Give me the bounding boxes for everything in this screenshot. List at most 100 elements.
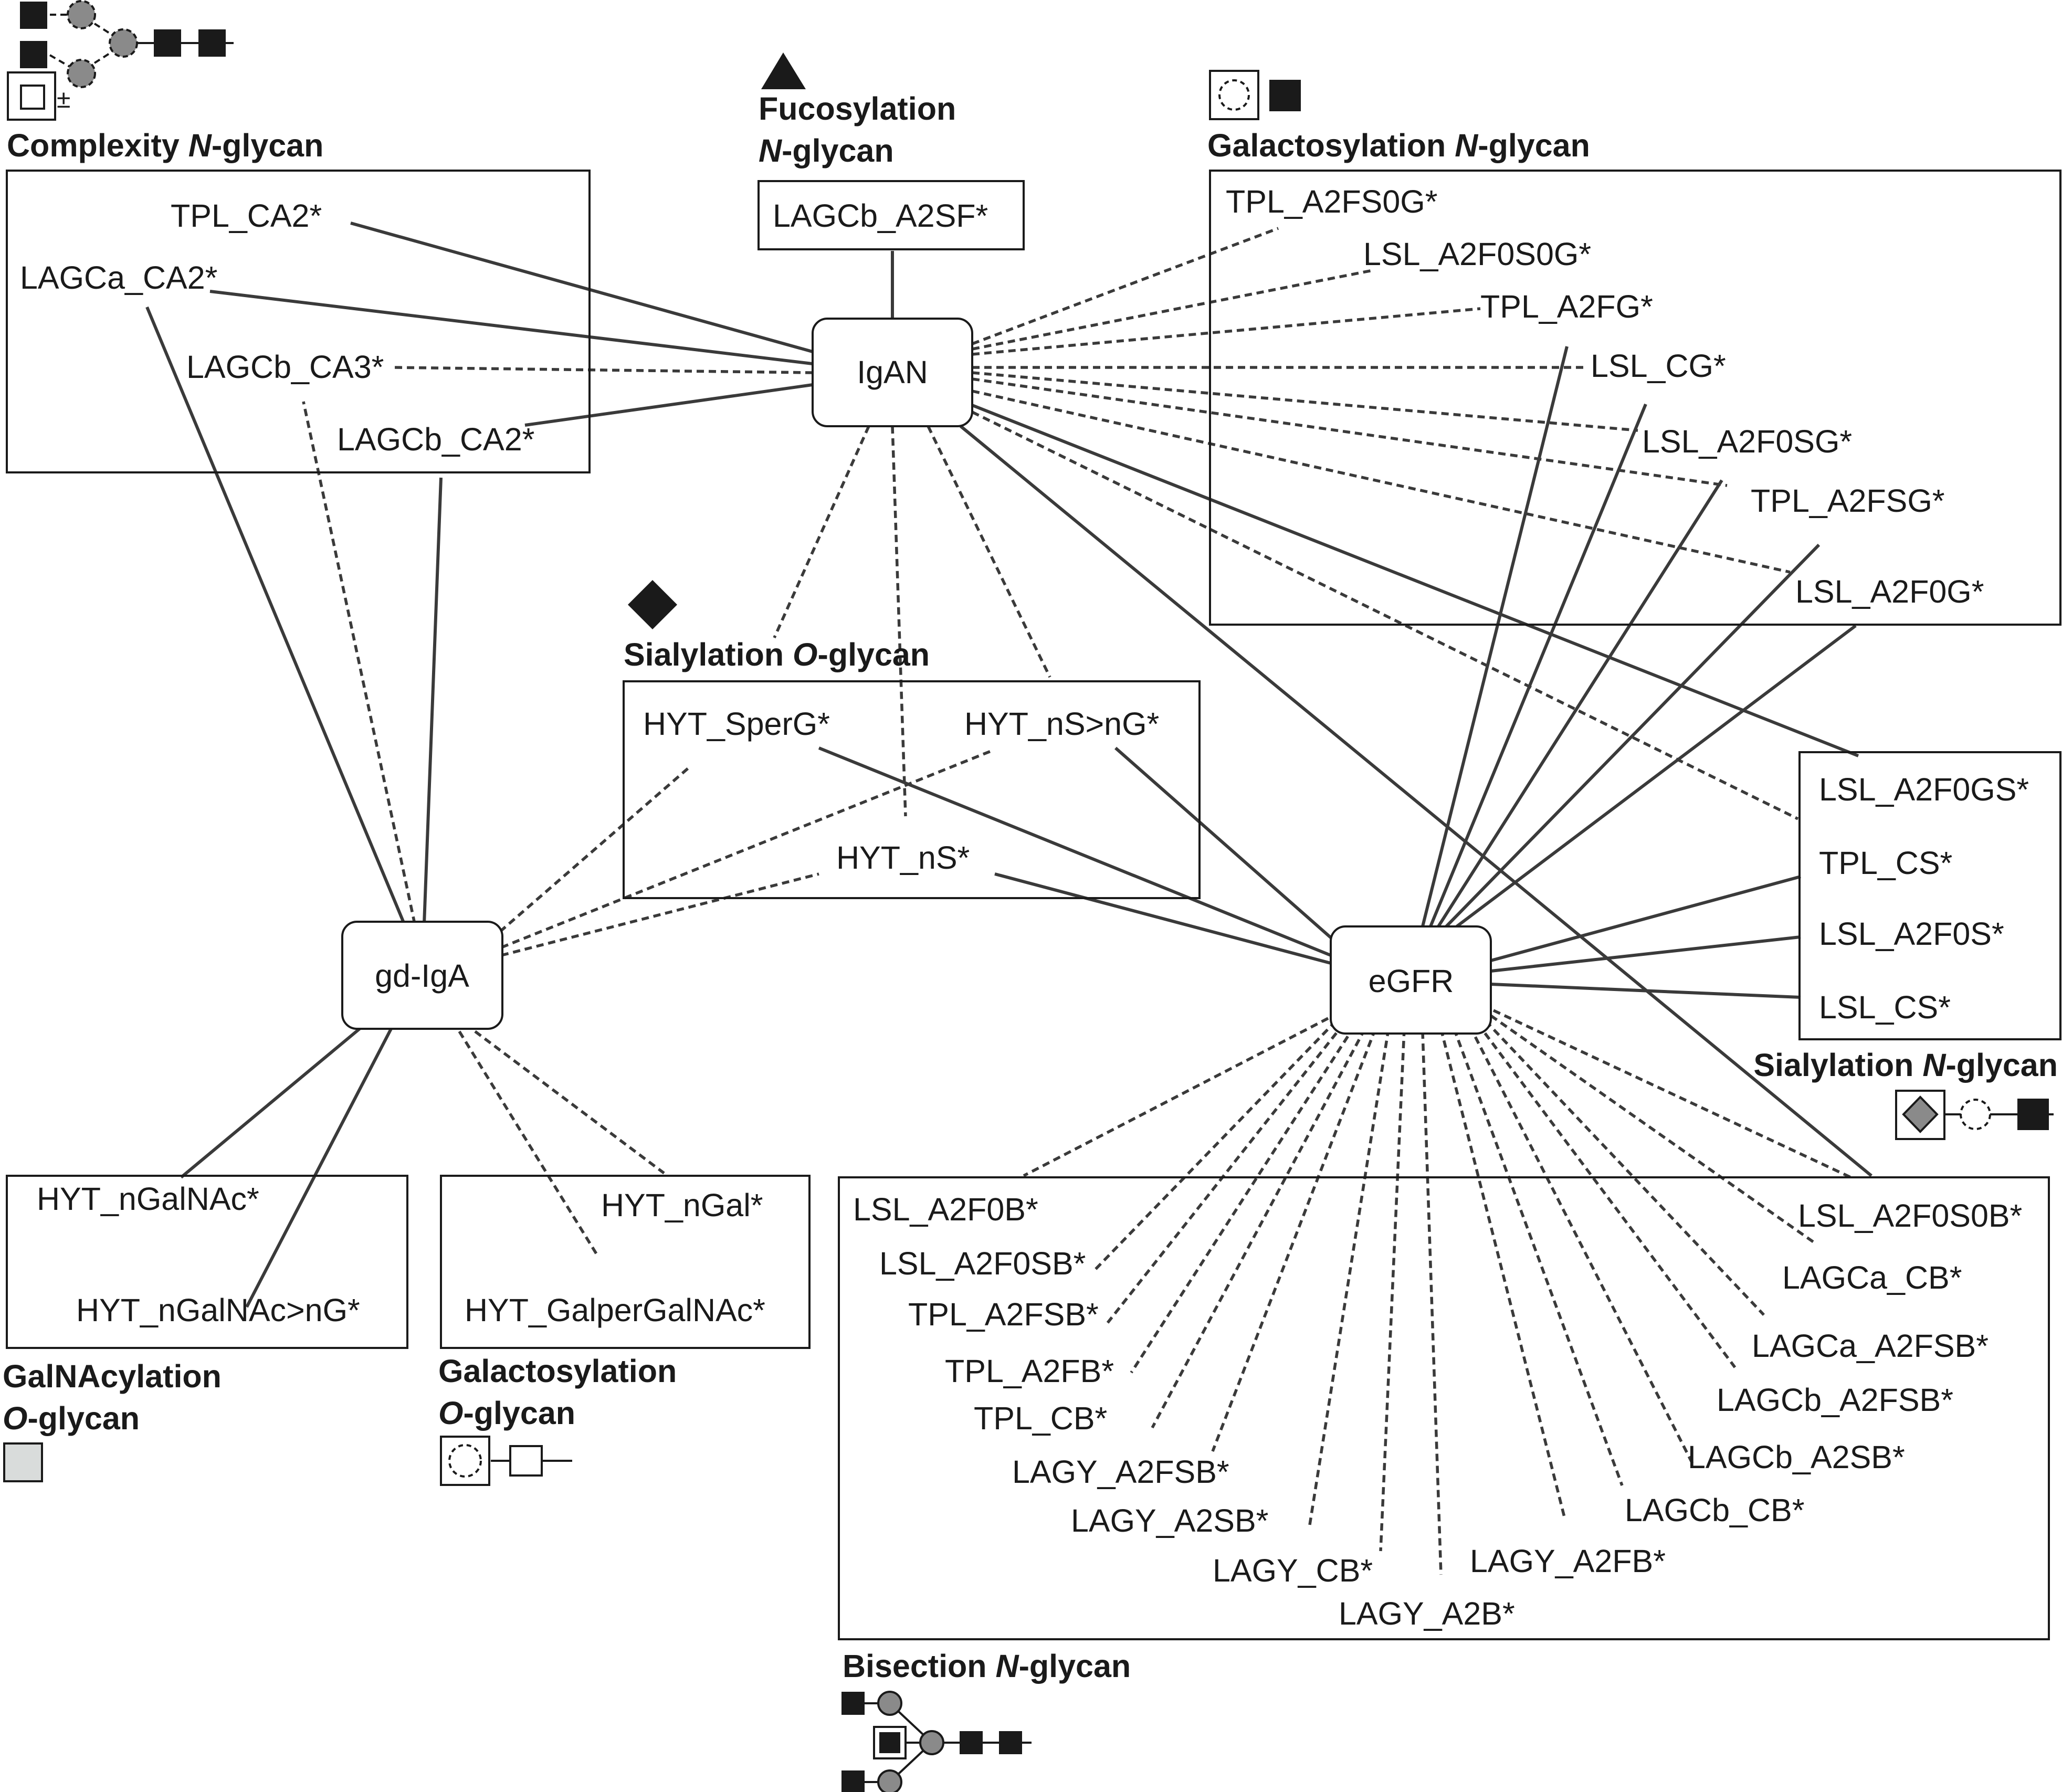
edge-gdiga-lagca-ca2 (145, 306, 406, 925)
svg-text:±: ± (57, 86, 70, 113)
trait-label-tpl-a2fb: TPL_A2FB* (945, 1353, 1114, 1389)
trait-label-hyt-ngalnac-ng: HYT_nGalNAc>nG* (76, 1292, 360, 1328)
edge-gdiga-hyt-ngalnac (180, 1027, 361, 1179)
sialylation-n-box (1798, 751, 2061, 1040)
trait-label-tpl-a2fs0g: TPL_A2FS0G* (1226, 184, 1437, 219)
trait-label-lagcb-a2fsb: LAGCb_A2FSB* (1717, 1382, 1953, 1418)
fucosylation-title: Fucosylation (759, 91, 956, 127)
edge-egfr-tpl-a2fsb (1106, 1023, 1345, 1324)
edge-igan-lsl-a2f0s0g (972, 269, 1373, 351)
galactosylation-n-box (1209, 170, 2061, 626)
edge-egfr-lagcb-cb (1453, 1028, 1624, 1486)
edge-egfr-lsl-a2f0b (1023, 1017, 1329, 1177)
edge-egfr-lsl-a2f0s (1490, 935, 1801, 973)
trait-label-lagcb-ca3: LAGCb_CA3* (186, 349, 384, 385)
galactosylation-o-box (440, 1175, 811, 1349)
edge-egfr-lagy-a2b (1421, 1031, 1443, 1575)
edge-igan-lsl-a2f0g (972, 389, 1791, 574)
node-egfr-label: eGFR (1369, 963, 1454, 999)
galactosylation-o-glycan-icon (440, 1436, 572, 1486)
edge-gdiga-hyt-ngal (474, 1030, 665, 1175)
trait-label-lsl-a2f0sg: LSL_A2F0SG* (1642, 424, 1852, 459)
edge-gdiga-hyt-sperg (490, 765, 691, 941)
trait-labels: TPL_CA2* LAGCa_CA2* LAGCb_CA3* LAGCb_CA2… (20, 184, 2029, 1631)
edge-gdiga-lagcb-ca2 (423, 477, 443, 924)
node-gd-iga-label: gd-IgA (375, 958, 469, 994)
trait-label-hyt-ns-ng: HYT_nS>nG* (964, 706, 1159, 742)
fucose-triangle-icon (761, 52, 806, 89)
sialylation-n-title: Sialylation N-glycan (1753, 1047, 2058, 1083)
trait-label-hyt-ns: HYT_nS* (836, 840, 970, 876)
edge-egfr-hyt-ns-ng (1114, 746, 1337, 944)
edge-gdiga-hyt-ngalnac-ng (245, 1028, 393, 1308)
galactosylation-n-title: Galactosylation N-glycan (1207, 128, 1590, 163)
node-gd-iga[interactable]: gd-IgA (341, 921, 503, 1030)
trait-label-lsl-a2f0sb: LSL_A2F0SB* (879, 1246, 1086, 1281)
edge-egfr-tpl-a2fb (1130, 1025, 1356, 1374)
complexity-title: Complexity N-glycan (7, 128, 323, 163)
sialylation-o-title: Sialylation O-glycan (624, 637, 930, 672)
bisection-glycan-icon (841, 1691, 1032, 1792)
edge-igan-lsl-a2f0gs (971, 404, 1859, 757)
trait-label-lagy-cb: LAGY_CB* (1213, 1553, 1373, 1588)
edge-egfr-lsl-cs (1490, 983, 1801, 999)
trait-label-hyt-sperg: HYT_SperG* (643, 706, 830, 742)
edge-egfr-lsl-a2f0gs (1456, 624, 1857, 928)
edge-igan-lsl-a2f0sg (972, 371, 1638, 432)
galactose-glycan-icon (1209, 70, 1301, 120)
trait-label-hyt-galpergalnac: HYT_GalperGalNAc* (465, 1292, 765, 1328)
trait-label-tpl-a2fsg: TPL_A2FSG* (1751, 483, 1945, 519)
edge-egfr-lagy-cb (1379, 1028, 1406, 1552)
complexity-glycan-icon: ± (7, 0, 234, 121)
trait-label-lagy-a2fsb: LAGY_A2FSB* (1012, 1454, 1229, 1490)
bisection-n-title: Bisection N-glycan (843, 1648, 1131, 1684)
trait-label-tpl-a2fsb: TPL_A2FSB* (908, 1296, 1099, 1332)
edge-igan-tpl-a2fs0g (972, 227, 1279, 345)
edge-egfr-lagcb-a2fsb (1476, 1023, 1737, 1368)
edge-egfr-lsl-a2f0g (1445, 543, 1821, 928)
edge-egfr-lsl-a2f0s0b (1492, 1009, 1854, 1180)
fucosylation-title-line2: N-glycan (759, 133, 894, 168)
trait-label-lsl-a2f0gs: LSL_A2F0GS* (1819, 772, 2029, 807)
trait-label-lsl-cg: LSL_CG* (1591, 348, 1726, 384)
trait-label-lagcb-a2sf: LAGCb_A2SF* (773, 198, 988, 234)
edge-igan-lagca-ca2 (209, 290, 813, 365)
bisection-n-box (838, 1176, 2050, 1640)
trait-label-hyt-ngal: HYT_nGal* (601, 1187, 763, 1223)
trait-label-lagca-cb: LAGCa_CB* (1782, 1260, 1962, 1295)
galactosylation-o-title-line2: O-glycan (438, 1395, 575, 1431)
complexity-box (6, 170, 591, 473)
network-edges (145, 222, 1872, 1575)
node-igan[interactable]: IgAN (812, 318, 973, 427)
trait-label-lagy-a2fb: LAGY_A2FB* (1470, 1543, 1666, 1579)
edge-igan-tpl-cs (971, 410, 1799, 820)
edge-egfr-lagy-a2sb (1308, 1028, 1390, 1525)
trait-label-lsl-a2f0s0b: LSL_A2F0S0B* (1798, 1198, 2022, 1234)
edge-egfr-tpl-a2fsg (1437, 479, 1723, 927)
edge-egfr-tpl-cb (1151, 1028, 1366, 1429)
node-igan-label: IgAN (857, 354, 928, 390)
edge-gdiga-hyt-galpergalnac (458, 1030, 600, 1258)
trait-label-lsl-a2f0g: LSL_A2F0G* (1795, 574, 1984, 609)
edge-igan-hyt-sperg (773, 425, 870, 639)
trait-label-lagcb-a2sb: LAGCb_A2SB* (1688, 1439, 1905, 1475)
edge-gdiga-lagcb-ca3 (302, 401, 416, 924)
edge-egfr-hyt-ns (994, 872, 1331, 965)
group-boxes (6, 170, 2061, 1640)
edge-igan-lagcb-a2sb (960, 425, 1872, 1177)
edge-egfr-lsl-cg (1429, 403, 1647, 927)
sialylation-glycan-icon (1895, 1090, 2054, 1140)
edge-gdiga-hyt-ns (501, 872, 819, 957)
trait-label-lagcb-cb: LAGCb_CB* (1625, 1492, 1804, 1528)
trait-label-lsl-a2f0s: LSL_A2F0S* (1819, 916, 2004, 952)
edge-egfr-lsl-a2f0sb (1093, 1020, 1337, 1271)
galnacylation-o-box (6, 1175, 408, 1349)
sialic-acid-diamond-icon (628, 580, 677, 629)
galnacylation-o-title: GalNAcylation (3, 1358, 222, 1394)
edge-egfr-tpl-a2fg (1421, 346, 1569, 927)
node-egfr[interactable]: eGFR (1330, 925, 1492, 1035)
trait-label-tpl-a2fg: TPL_A2FG* (1480, 289, 1653, 324)
trait-label-tpl-cs: TPL_CS* (1819, 845, 1952, 881)
trait-label-lsl-a2f0s0g: LSL_A2F0S0G* (1363, 236, 1591, 272)
